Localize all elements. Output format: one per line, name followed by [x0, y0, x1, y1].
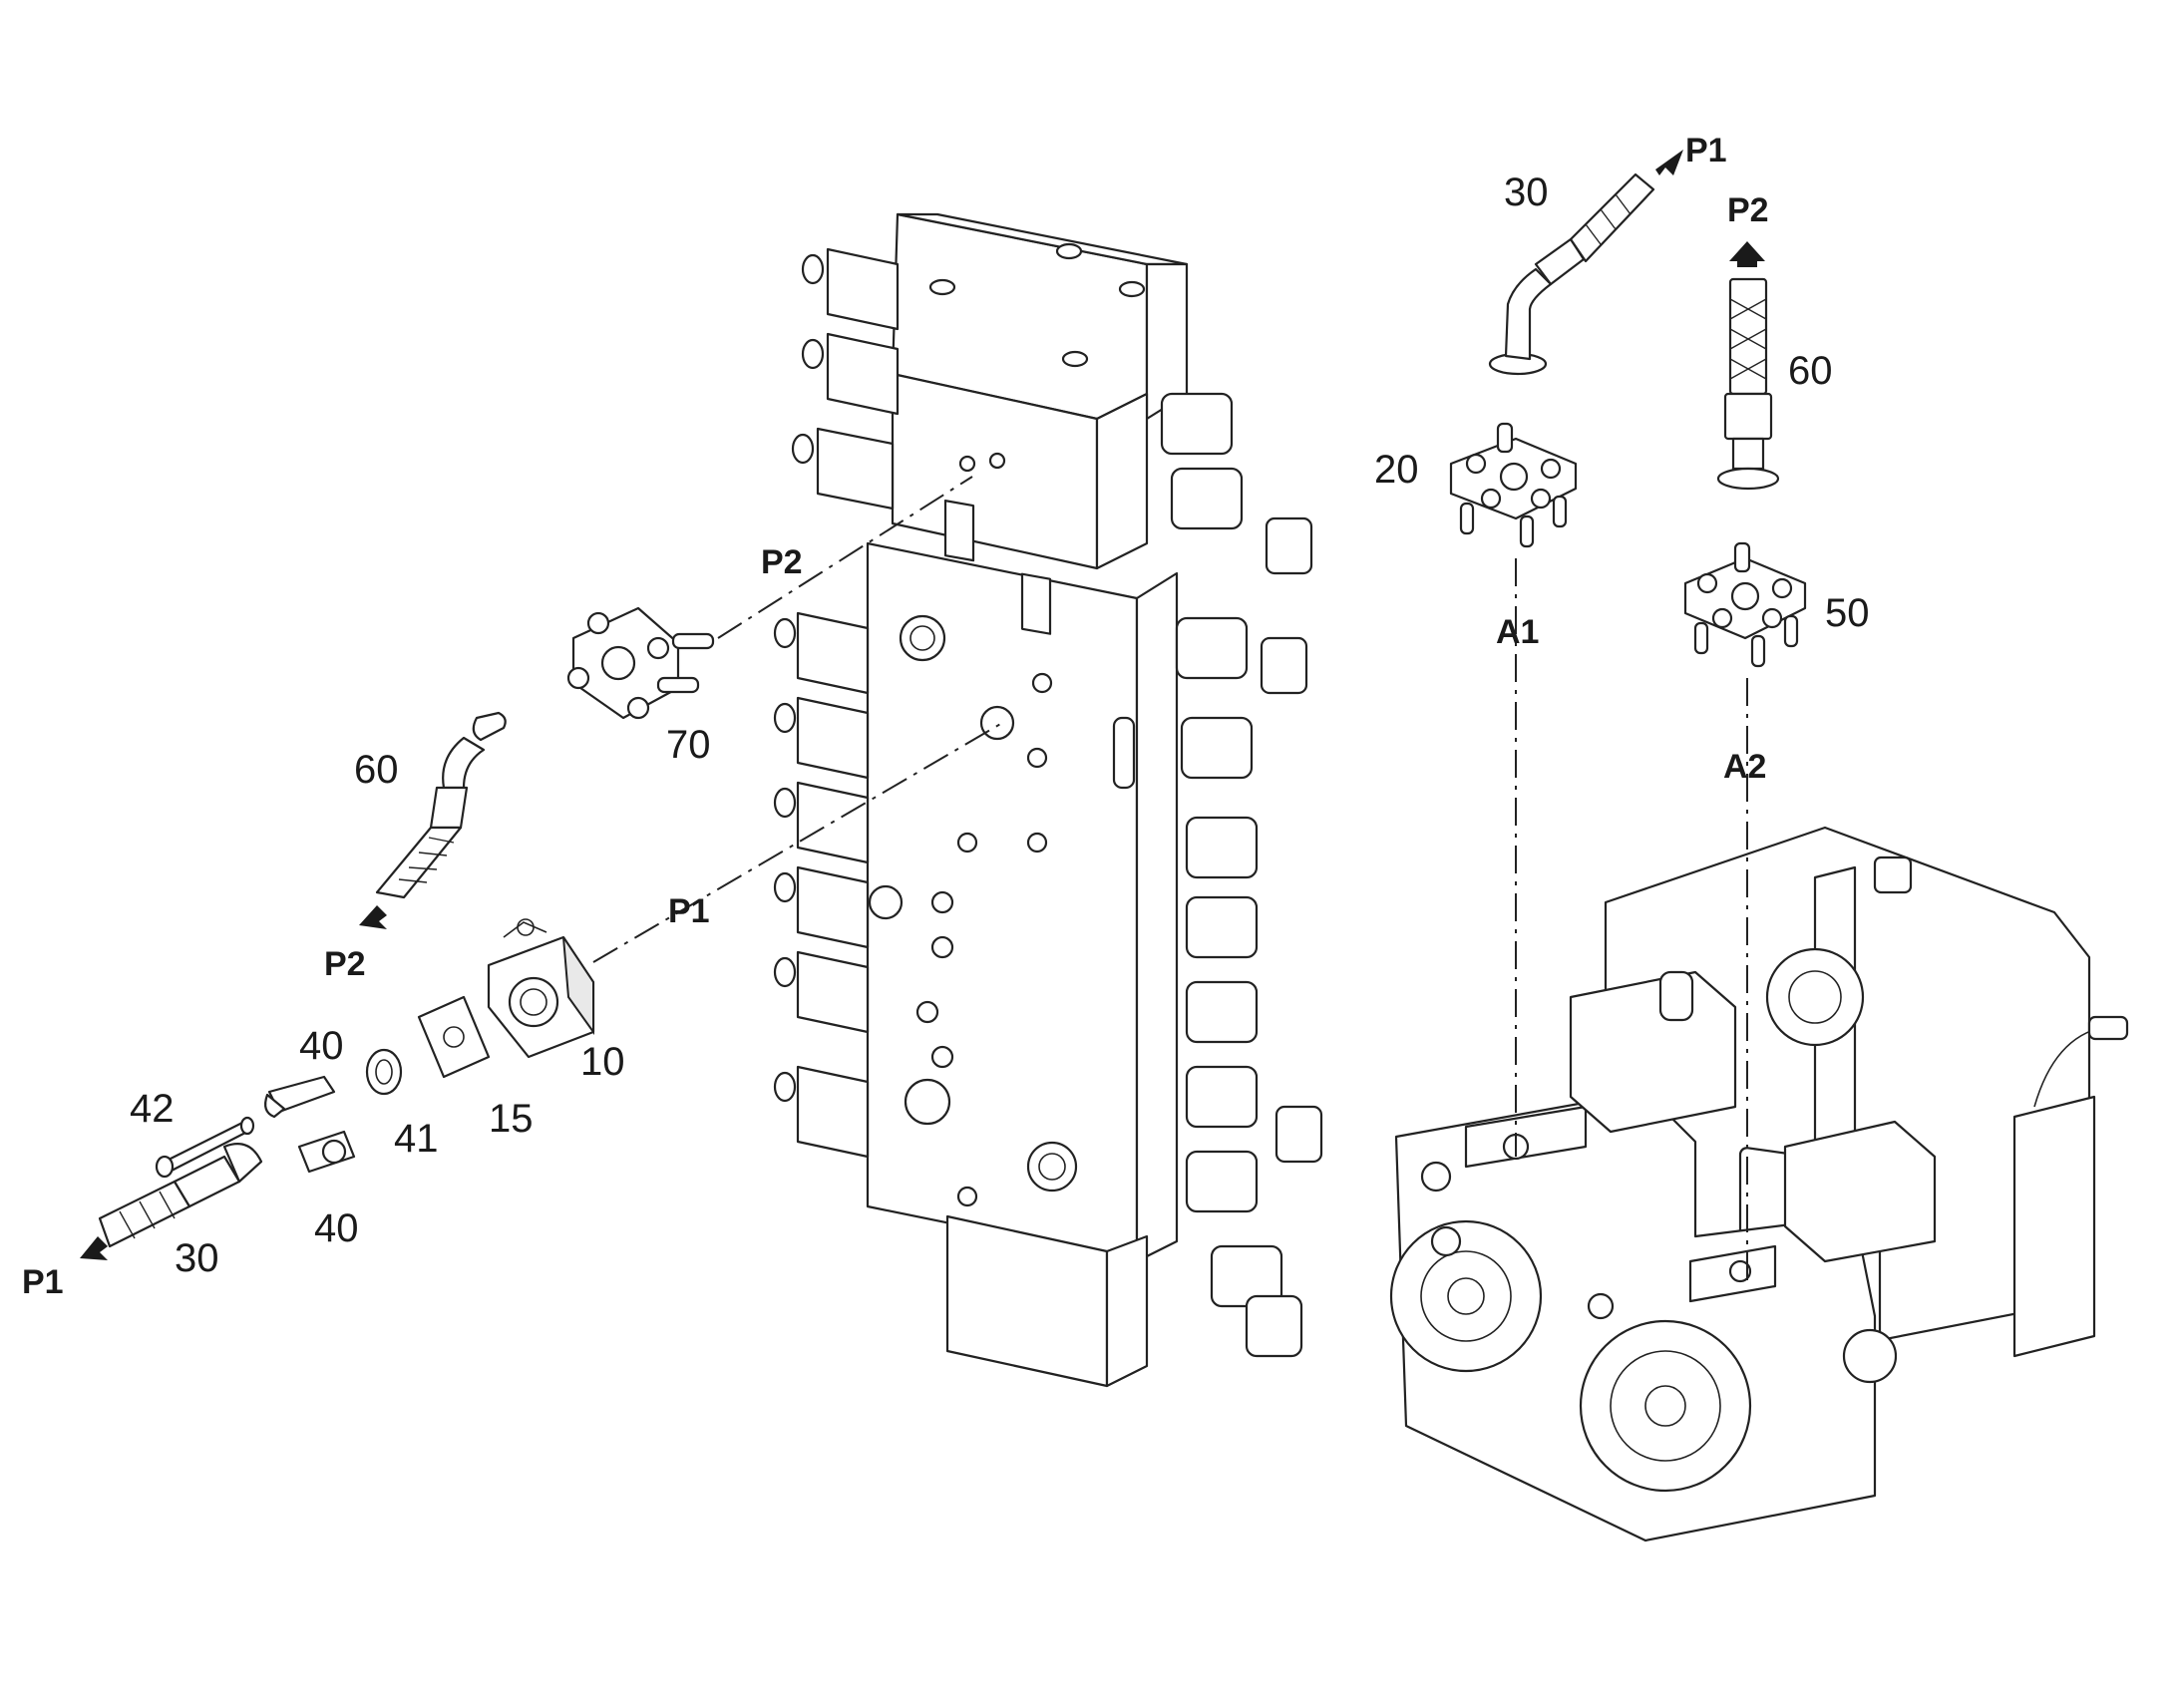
flow-arrow-p2-right-icon [1729, 241, 1765, 267]
port-label-p2-line: P2 [761, 543, 803, 581]
flange-50 [1683, 541, 1807, 668]
label-50: 50 [1825, 591, 1870, 635]
port-label-p2-left: P2 [324, 945, 366, 983]
label-10: 10 [580, 1040, 625, 1084]
port-label-p1-right: P1 [1685, 132, 1727, 170]
hose-60-right [1716, 277, 1780, 491]
split-clamp-40-top [264, 1075, 336, 1119]
check-valve-symbol-icon [503, 918, 547, 938]
control-valve-block [773, 212, 1323, 1388]
port-label-p1-left: P1 [22, 1263, 64, 1301]
valve-face-holes [868, 452, 1136, 1207]
label-70: 70 [666, 723, 711, 767]
port-label-p2-right: P2 [1727, 191, 1769, 229]
label-60-left: 60 [354, 748, 399, 792]
gasket-plate-15 [417, 995, 491, 1079]
hose-30-left [98, 1143, 263, 1248]
label-30-left: 30 [175, 1236, 219, 1280]
pump-assembly [1389, 826, 2129, 1542]
port-label-p1-line: P1 [668, 892, 710, 930]
label-40-top: 40 [299, 1024, 344, 1068]
right-spool-caps [1160, 392, 1323, 1358]
flange-20 [1449, 422, 1578, 548]
assembly-center-lines [592, 476, 1748, 1286]
flange-70 [566, 606, 715, 720]
top-bolts [928, 242, 1146, 368]
port-label-a1: A1 [1496, 613, 1539, 651]
label-60-right: 60 [1788, 349, 1833, 393]
flow-arrow-p1-left-icon [80, 1236, 108, 1260]
hose-30-right [1488, 172, 1655, 376]
label-40-bottom: 40 [314, 1206, 359, 1250]
label-20: 20 [1374, 448, 1419, 492]
hose-60-left [375, 711, 507, 899]
flow-arrow-p2-left-icon [359, 905, 387, 929]
split-clamp-40-bottom [297, 1130, 356, 1174]
port-label-a2: A2 [1723, 748, 1766, 786]
label-42: 42 [130, 1087, 175, 1131]
flow-arrow-p1-right-icon [1655, 150, 1683, 175]
bolt-42 [155, 1116, 255, 1179]
label-15: 15 [489, 1097, 534, 1141]
check-valve-10 [487, 935, 595, 1059]
label-30-right: 30 [1504, 171, 1549, 214]
label-41: 41 [394, 1117, 439, 1161]
left-spool-stack [773, 247, 900, 1159]
o-ring-41 [365, 1048, 403, 1096]
